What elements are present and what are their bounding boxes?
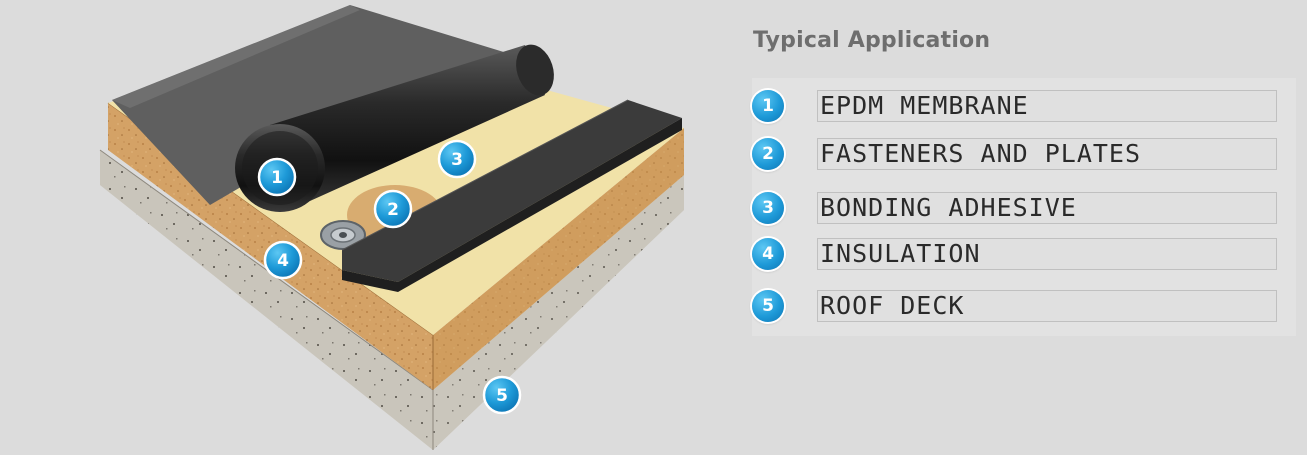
- number-badge-icon: 4: [752, 238, 784, 270]
- panel-title: Typical Application: [753, 28, 991, 53]
- legend-item-bonding-adhesive: 3 BONDING ADHESIVE: [752, 188, 1296, 228]
- number-badge-icon: 5: [752, 290, 784, 322]
- legend-panel: 1 EPDM MEMBRANE 2 FASTENERS AND PLATES 3…: [752, 78, 1296, 336]
- number-badge-icon: 3: [752, 192, 784, 224]
- legend-item-roof-deck: 5 ROOF DECK: [752, 286, 1296, 326]
- callout-5: 5: [482, 375, 522, 415]
- callout-4: 4: [263, 240, 303, 280]
- legend-label: ROOF DECK: [817, 290, 1277, 322]
- svg-text:1: 1: [271, 168, 283, 188]
- svg-text:5: 5: [496, 386, 508, 406]
- svg-text:2: 2: [387, 200, 399, 220]
- legend-label: FASTENERS AND PLATES: [817, 138, 1277, 170]
- legend-label: EPDM MEMBRANE: [817, 90, 1277, 122]
- epdm-membrane-sheet: [112, 5, 530, 205]
- legend-item-fasteners: 2 FASTENERS AND PLATES: [752, 134, 1296, 174]
- svg-text:4: 4: [277, 251, 289, 271]
- legend-label: INSULATION: [817, 238, 1277, 270]
- callout-3: 3: [437, 139, 477, 179]
- svg-text:3: 3: [451, 150, 463, 170]
- legend-item-epdm-membrane: 1 EPDM MEMBRANE: [752, 86, 1296, 126]
- legend-label: BONDING ADHESIVE: [817, 192, 1277, 224]
- callout-1: 1: [257, 157, 297, 197]
- number-badge-icon: 1: [752, 90, 784, 122]
- roof-assembly-diagram: 1 2 3 4 5: [99, 5, 684, 450]
- callout-2: 2: [373, 189, 413, 229]
- legend-item-insulation: 4 INSULATION: [752, 234, 1296, 274]
- number-badge-icon: 2: [752, 138, 784, 170]
